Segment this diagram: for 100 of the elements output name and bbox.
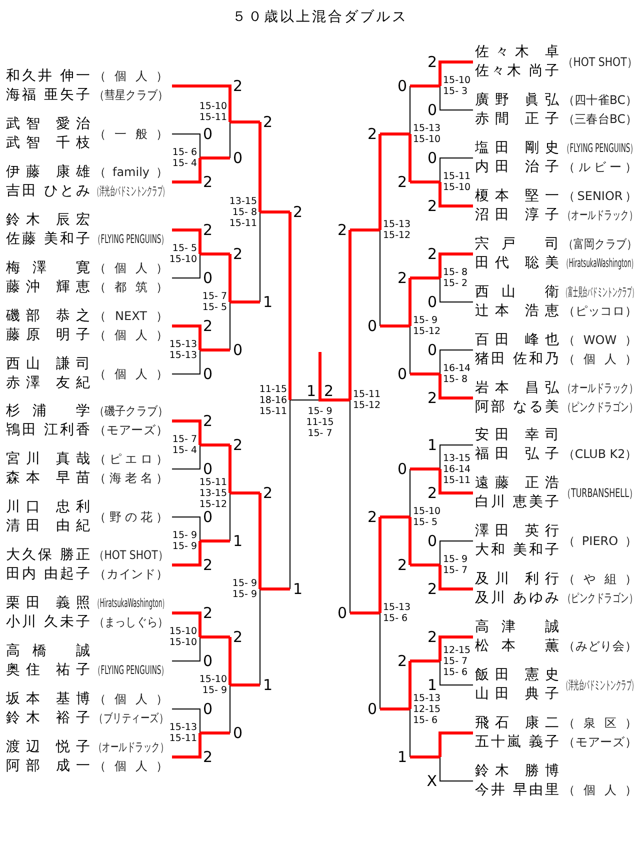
game-score: 15- 6 [443,666,468,678]
team-name: （野の花） [94,508,168,526]
player-name: 塩田 剛史 [475,139,559,158]
game-score: 15-11 [443,474,471,486]
player-name: 武智 愛治 [6,115,90,134]
match-score: 2 [233,437,243,453]
team-name: （PIERO） [563,532,637,550]
player-name: 阿部 なる美 [475,398,559,417]
match-score: 1 [397,749,407,765]
game-score: 15- 9 [443,554,468,565]
game-score: 15- 6 [413,714,438,726]
player-name: 磯部 恭之 [6,307,90,326]
team-name: （まっしぐら） [94,614,168,631]
match-score: 2 [427,390,437,406]
player-name: 佐藤 美和子 [6,230,90,249]
match-score: 0 [203,366,213,382]
player-name: 藤原 明子 [6,326,90,345]
team-name: （ピエロ） [94,451,168,468]
player-name: 西山 衛 [475,283,559,302]
match-score: 0 [397,78,407,94]
game-score: 15-11 [259,406,287,416]
player-name: 奥住 祐子 [6,661,90,680]
game-score: 15-13 [169,722,197,733]
team-name: （HOT SHOT） [94,547,168,564]
player-name: 鈴木 裕子 [6,709,90,728]
player-name: 鈴木 勝博 [475,762,559,781]
match-score: 0 [203,653,213,669]
team-name: （富士見台バドミントンクラブ） [563,284,637,301]
game-score: 15- 9 [232,578,257,589]
player-name: 今井 早由里 [475,781,559,800]
team-name: （個人） [563,782,637,799]
match-score: 0 [233,150,243,166]
team-name: （個人） [94,691,168,708]
team-name: （HOT SHOT） [563,54,637,70]
game-score: 15-13 [383,602,411,613]
match-score: 0 [397,461,407,477]
player-name: 五十嵐 義子 [475,733,559,752]
team-name: （モアーズ） [563,734,637,751]
player-name: 梅澤 寛 [6,259,90,278]
game-score: 15- 9 [232,589,257,600]
team-name: （ピンクドラゴン） [563,399,637,416]
team-name: （や組） [563,571,637,588]
game-score: 15- 5 [202,302,227,313]
game-score: 12-15 [443,644,471,656]
team-name: （個人） [94,68,168,85]
game-score: 15-13 [413,123,441,134]
team-name: （一般） [94,126,168,142]
match-score: 0 [203,701,213,717]
player-name: 森本 早苗 [6,469,90,488]
game-score: 15-11 [443,171,471,182]
match-score: 1 [233,533,243,549]
game-score: 15- 7 [202,291,227,302]
game-score: 15-10 [443,182,471,193]
player-name: 坂本 基博 [6,690,90,709]
game-score: 15- 6 [172,147,197,158]
team-name: （個人） [563,351,637,368]
match-score: X [426,773,437,789]
game-score: 15-11 [229,218,257,228]
team-name: （富岡クラブ） [563,236,637,253]
game-score: 15- 5 [172,243,197,254]
match-score: 2 [397,557,407,573]
match-score: 2 [427,629,437,645]
team-name: （オールドラック） [563,207,637,224]
player-name: 沼田 淳子 [475,206,559,225]
match-score: 0 [397,366,407,382]
game-score: 15-12 [413,326,441,337]
game-score: 15- 9 [172,541,197,552]
player-name: 及川 あゆみ [475,589,559,608]
match-score: 2 [397,270,407,286]
match-score: 2 [203,749,213,765]
match-score: 0 [427,533,437,549]
game-score: 15- 7 [172,434,197,445]
player-name: 大久保 勝正 [6,546,90,565]
game-score: 15- 5 [413,517,438,528]
game-score: 15-11 [169,733,197,744]
game-score: 15-10 [413,134,441,145]
player-name: 高津 誠 [475,618,559,637]
player-name: 猪田 佐和乃 [475,350,559,369]
team-name: （family） [94,164,168,181]
match-score: 2 [263,114,273,130]
player-name: 和久井 伸一 [6,67,90,86]
team-name: （オールドラック） [94,739,168,756]
game-score: 15- 7 [443,565,468,576]
player-name: 岩本 昌弘 [475,379,559,398]
match-score: 0 [203,509,213,525]
game-score: 15-10 [199,101,227,112]
team-name: （三春台BC） [563,111,637,128]
game-score: 15-13 [413,692,441,704]
game-score: 15- 6 [383,613,408,624]
player-name: 田内 由起子 [6,565,90,584]
game-score: 16-14 [443,363,471,374]
match-score: 0 [427,294,437,310]
match-score: 0 [233,342,243,358]
player-name: 辻本 浩恵 [475,302,559,321]
match-score: 0 [203,126,213,142]
player-name: 武智 千枝 [6,134,90,153]
player-name: 福田 弘子 [475,445,559,464]
team-name: （ピッコロ） [563,303,637,320]
player-name: 佐々木 尚子 [475,62,559,81]
match-score: 2 [367,509,377,525]
